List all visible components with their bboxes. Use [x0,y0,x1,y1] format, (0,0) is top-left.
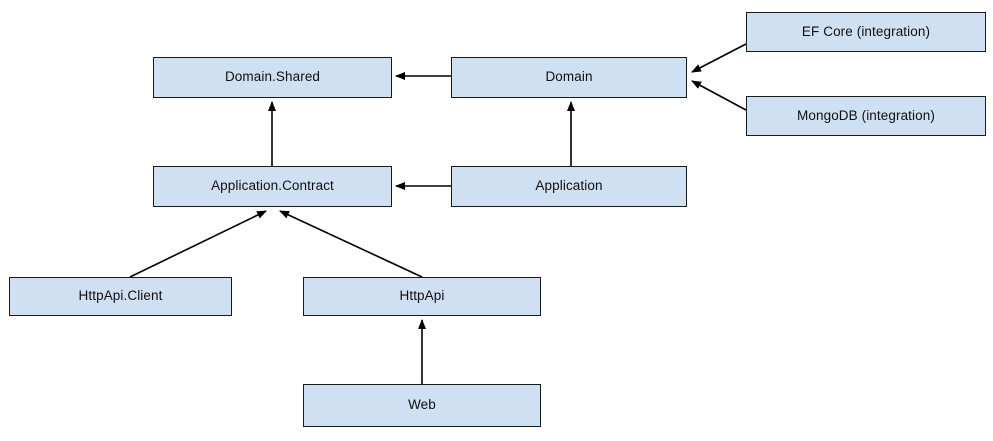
node-mongodb-integration[interactable]: MongoDB (integration) [746,96,986,136]
node-httpapi[interactable]: HttpApi [303,277,541,316]
node-domain[interactable]: Domain [451,57,687,98]
node-application-contract[interactable]: Application.Contract [153,166,392,207]
edge-ef-core-to-domain [691,43,747,73]
node-application[interactable]: Application [451,166,687,207]
edge-mongodb-to-domain [691,80,747,111]
edge-httpapi-client-to-application-contract [129,210,267,278]
node-domain-shared[interactable]: Domain.Shared [153,57,392,98]
node-web[interactable]: Web [303,384,541,427]
node-ef-core-integration[interactable]: EF Core (integration) [746,12,986,52]
node-httpapi-client[interactable]: HttpApi.Client [9,277,232,316]
edge-httpapi-to-application-contract [279,210,423,278]
